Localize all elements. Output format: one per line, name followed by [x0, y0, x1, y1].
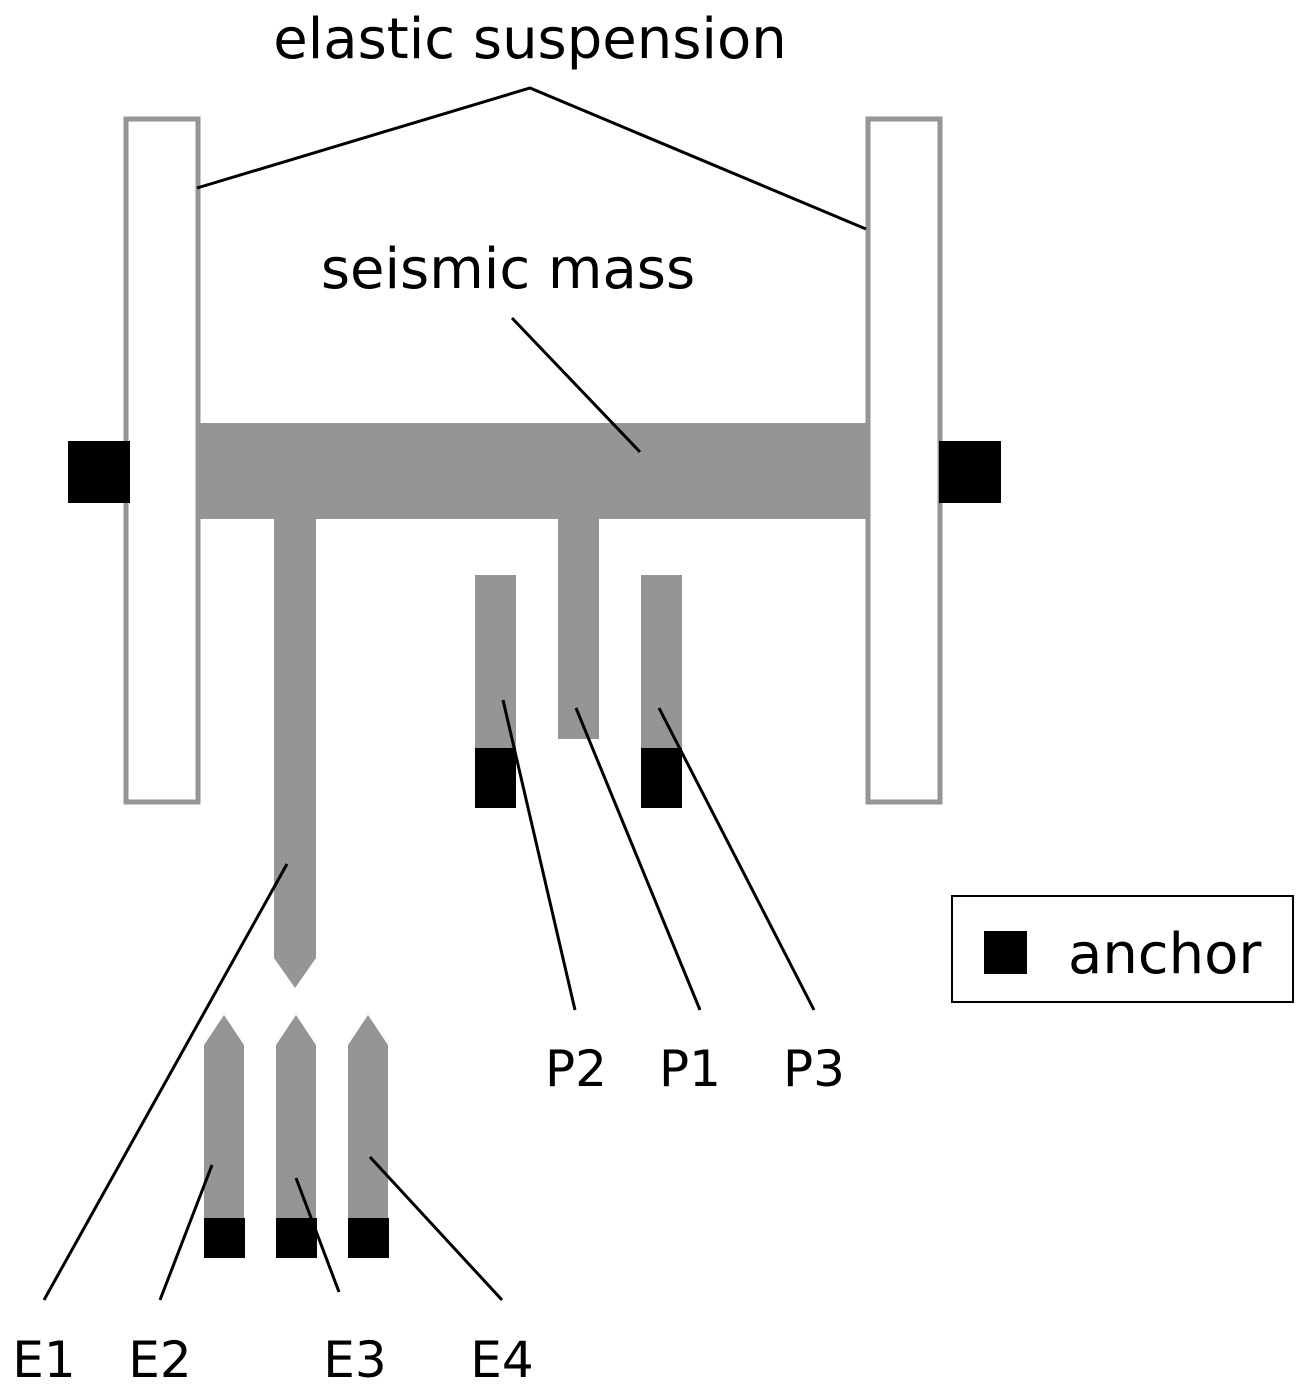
- seismic-mass-label: seismic mass: [321, 237, 695, 302]
- fixed-electrode-e3: [276, 1015, 316, 1222]
- p1-leader: [574, 707, 702, 1011]
- p2-leader: [501, 699, 577, 1011]
- seismic-mass-leader: [510, 316, 642, 454]
- left-elastic-suspension: [123, 116, 201, 805]
- p3-leader: [657, 707, 816, 1011]
- legend: anchor: [951, 895, 1294, 1003]
- e2-label: E2: [128, 1331, 191, 1389]
- elastic-suspension-label: elastic suspension: [273, 7, 786, 72]
- legend-anchor-label: anchor: [1068, 922, 1262, 987]
- e2-anchor: [204, 1218, 245, 1258]
- left-suspension-anchor: [68, 441, 130, 503]
- legend-anchor-swatch: [984, 931, 1027, 974]
- e4-leader: [368, 1155, 504, 1302]
- e3-anchor: [276, 1218, 317, 1258]
- e4-anchor: [348, 1218, 389, 1258]
- e2-leader: [158, 1164, 214, 1301]
- elastic-suspension-leader: [196, 86, 867, 231]
- moving-finger-p1: [558, 517, 599, 739]
- seismic-mass-bar: [199, 423, 869, 519]
- e3-label: E3: [323, 1331, 386, 1389]
- fixed-electrode-p3: [641, 575, 682, 755]
- right-suspension-anchor: [939, 441, 1001, 503]
- moving-electrode-e1: [274, 517, 316, 988]
- e3-leader: [294, 1177, 341, 1293]
- e1-label: E1: [12, 1331, 75, 1389]
- p2-anchor: [475, 748, 516, 808]
- e4-label: E4: [470, 1331, 533, 1389]
- p2-label: P2: [545, 1040, 607, 1098]
- fixed-electrode-e4: [348, 1015, 388, 1222]
- p3-label: P3: [783, 1040, 845, 1098]
- right-elastic-suspension: [865, 116, 943, 805]
- e1-leader: [42, 863, 289, 1301]
- p3-anchor: [641, 748, 682, 808]
- p1-label: P1: [659, 1040, 721, 1098]
- fixed-electrode-e2: [204, 1015, 244, 1222]
